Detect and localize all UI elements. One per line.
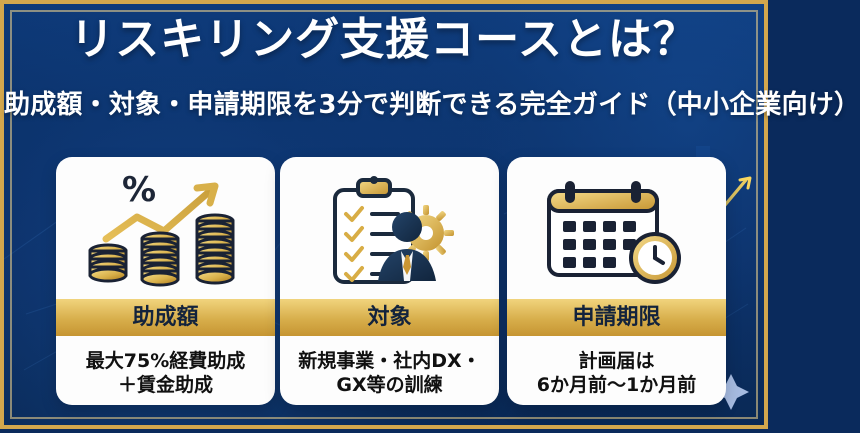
card-label: 対象	[280, 299, 499, 336]
money-growth-icon: %	[56, 157, 275, 295]
subsidy-card: %	[56, 157, 275, 405]
checklist-person-icon	[280, 157, 499, 295]
description-line: 新規事業・社内DX・	[298, 350, 481, 372]
description-line: ＋賃金助成	[117, 374, 213, 396]
card-label: 申請期限	[507, 299, 726, 336]
card-label: 助成額	[56, 299, 275, 336]
target-card: 対象 新規事業・社内DX・ GX等の訓練	[280, 157, 499, 405]
page-subtitle: 助成額・対象・申請期限を3分で判断できる完全ガイド（中小企業向け）	[4, 90, 860, 120]
card-description: 最大75%経費助成 ＋賃金助成	[64, 349, 267, 397]
svg-text:%: %	[122, 170, 156, 210]
deadline-card: 申請期限 計画届は 6か月前〜1か月前	[507, 157, 726, 405]
description-line: 計画届は	[578, 350, 655, 372]
description-line: 6か月前〜1か月前	[536, 374, 697, 396]
card-description: 新規事業・社内DX・ GX等の訓練	[288, 349, 491, 397]
page-title: リスキリング支援コースとは？	[70, 14, 698, 65]
calendar-clock-icon	[507, 157, 726, 295]
description-line: 最大75%経費助成	[85, 350, 246, 372]
card-description: 計画届は 6か月前〜1か月前	[515, 349, 718, 397]
description-line: GX等の訓練	[336, 374, 443, 396]
